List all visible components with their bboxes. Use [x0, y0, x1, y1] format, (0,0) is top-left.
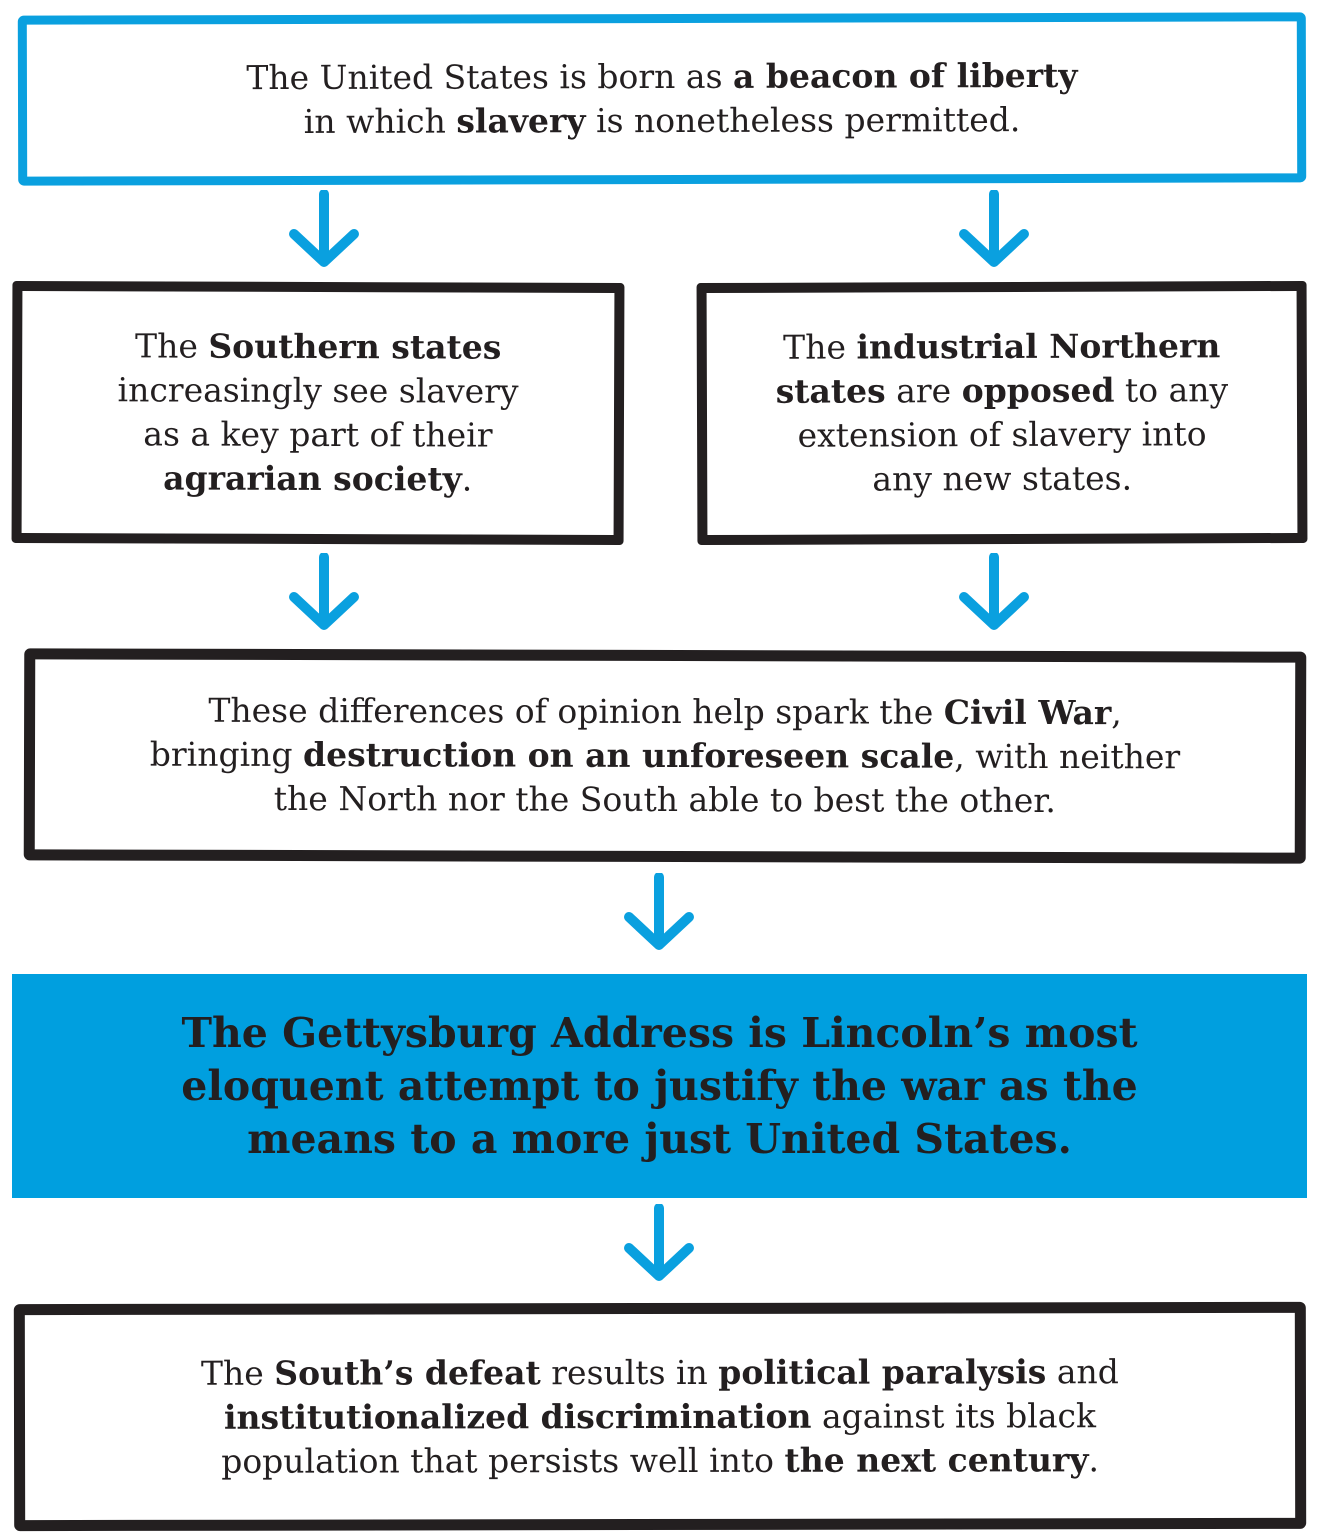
box-civil-war: These differences of opinion help spark … — [23, 648, 1307, 864]
arrow-down-icon — [954, 190, 1034, 270]
box-us-born-beacon-of-liberty: The United States is born as a beacon of… — [17, 12, 1307, 186]
box-northern-states: The industrial Northern states are oppos… — [696, 280, 1308, 546]
box-south-defeat-text: The South’s defeat results in political … — [200, 1351, 1119, 1481]
arrow-down-icon — [954, 553, 1034, 633]
arrow-down-icon — [284, 190, 364, 270]
arrow-down-icon — [619, 1204, 699, 1284]
box-gettysburg-address: The Gettysburg Address is Lincoln’s most… — [12, 974, 1307, 1198]
arrow-down-icon — [284, 553, 364, 633]
box-southern-states: The Southern states increasingly see sla… — [11, 280, 625, 546]
arrow-down-icon — [619, 873, 699, 953]
box-top-text: The United States is born as a beacon of… — [246, 55, 1078, 141]
box-south-text: The Southern states increasingly see sla… — [117, 326, 519, 499]
box-civil-war-text: These differences of opinion help spark … — [149, 690, 1181, 821]
box-south-defeat: The South’s defeat results in political … — [13, 1301, 1307, 1532]
box-gettysburg-text: The Gettysburg Address is Lincoln’s most… — [181, 1008, 1138, 1163]
box-north-text: The industrial Northern states are oppos… — [775, 326, 1229, 499]
